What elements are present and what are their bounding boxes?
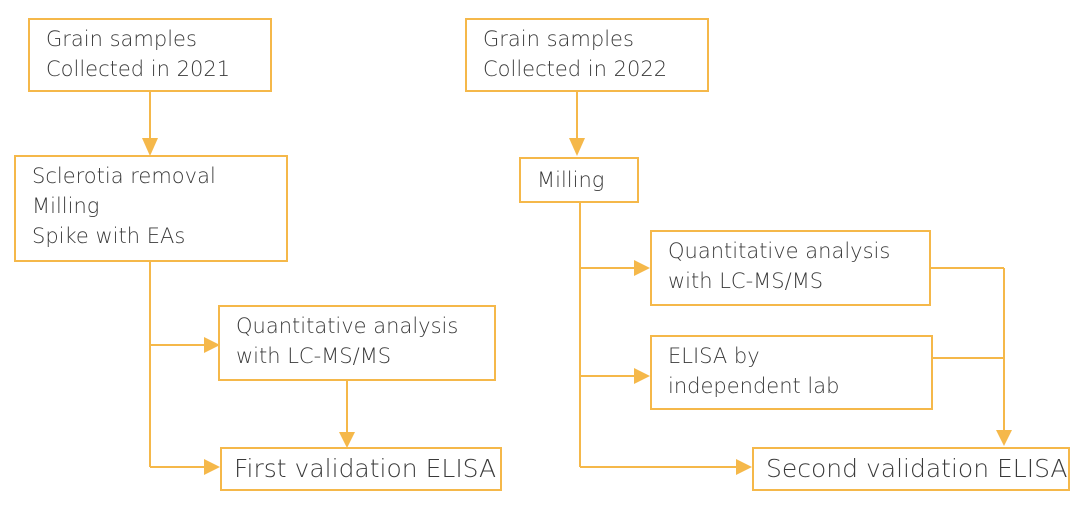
node-left-validation: First validation ELISA xyxy=(220,447,502,491)
arrowhead-right-milling xyxy=(569,138,585,156)
node-text: Grain samples xyxy=(483,27,634,51)
arrowhead-left-prep xyxy=(142,138,158,156)
arrowhead-left-lcms-down xyxy=(339,432,355,448)
node-text: independent lab xyxy=(668,374,840,398)
node-text: Collected in 2021 xyxy=(46,57,231,81)
node-text: Collected in 2022 xyxy=(483,57,668,81)
arrowhead-right-lcms xyxy=(634,260,650,276)
node-text: Sclerotia removal xyxy=(32,164,216,188)
node-text: with LC-MS/MS xyxy=(668,269,824,293)
node-left-lcms: Quantitative analysis with LC-MS/MS xyxy=(218,305,496,381)
arrowhead-right-validation xyxy=(736,459,752,475)
arrowhead-right-elisa-lab xyxy=(634,368,650,384)
node-right-elisa-lab: ELISA by independent lab xyxy=(650,335,933,410)
node-text: with LC-MS/MS xyxy=(236,344,392,368)
node-left-prep: Sclerotia removal Milling Spike with EAs xyxy=(14,155,288,262)
node-text: Milling xyxy=(537,168,605,192)
node-left-samples: Grain samples Collected in 2021 xyxy=(28,18,272,92)
node-text: Milling xyxy=(32,194,100,218)
arrowhead-left-validation xyxy=(204,459,220,475)
node-right-validation: Second validation ELISA xyxy=(752,447,1070,491)
node-text: Quantitative analysis xyxy=(236,314,459,338)
node-text: ELISA by xyxy=(668,344,760,368)
node-text: First validation ELISA xyxy=(234,454,497,483)
arrowhead-left-lcms xyxy=(204,337,220,353)
node-text: Quantitative analysis xyxy=(668,239,891,263)
node-text: Spike with EAs xyxy=(32,224,186,248)
node-right-lcms: Quantitative analysis with LC-MS/MS xyxy=(650,230,931,306)
node-right-samples: Grain samples Collected in 2022 xyxy=(465,18,709,92)
node-text: Second validation ELISA xyxy=(766,454,1068,483)
node-right-milling: Milling xyxy=(519,157,639,203)
arrowhead-right-merge xyxy=(996,430,1012,446)
node-text: Grain samples xyxy=(46,27,197,51)
